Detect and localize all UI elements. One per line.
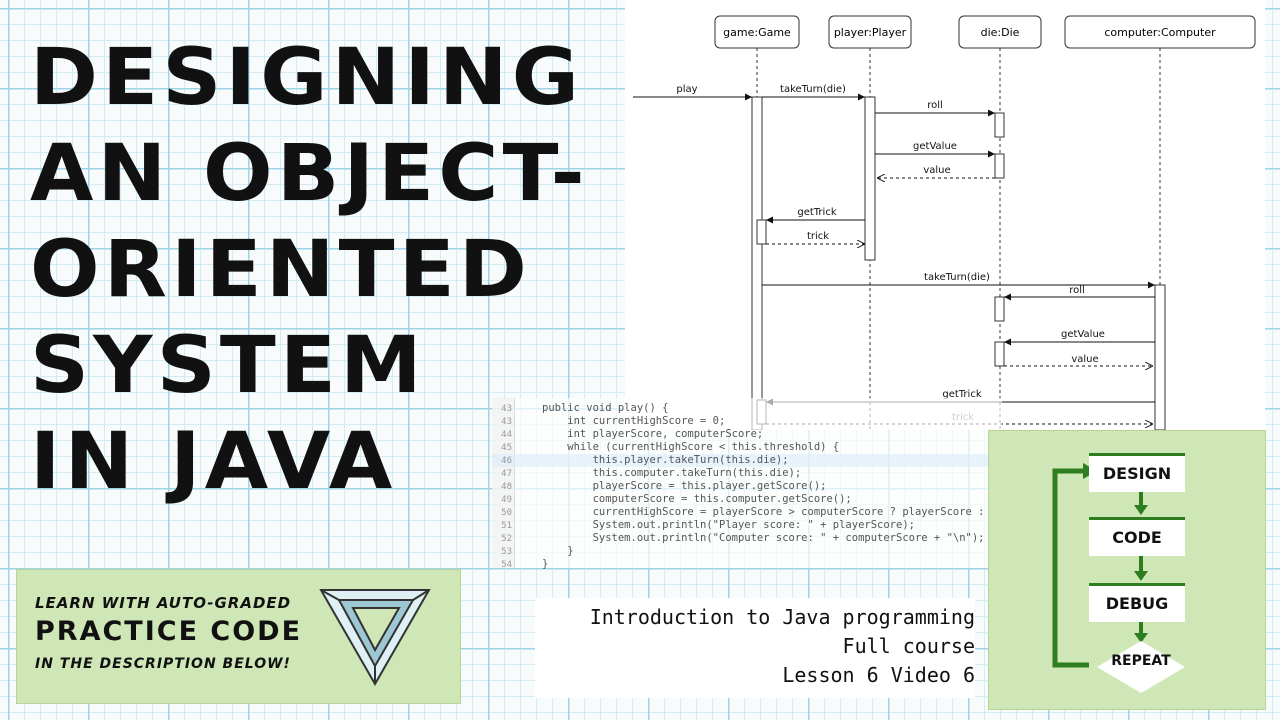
- code-line: 43 int currentHighScore = 0;: [501, 415, 726, 427]
- code-gutter: [492, 398, 515, 568]
- activation-die-roll: [994, 112, 1005, 138]
- svg-text:die:Die: die:Die: [981, 26, 1020, 39]
- code-line: 45 while (currentHighScore < this.thresh…: [501, 441, 840, 453]
- message-roll-2: roll: [1069, 285, 1085, 296]
- course-subtitle: Full course: [842, 634, 975, 658]
- title-line-2: AN OBJECT-: [30, 129, 589, 219]
- sequence-diagram: game:Game player:Player die:Die computer…: [625, 0, 1265, 430]
- svg-text:player:Player: player:Player: [834, 26, 907, 39]
- cycle-step-design: DESIGN: [1089, 453, 1185, 492]
- activation-die-value: [994, 153, 1005, 179]
- course-title: Introduction to Java programming: [589, 605, 975, 629]
- cycle-step-debug: DEBUG: [1089, 583, 1185, 622]
- course-info: Introduction to Java programming Full co…: [535, 598, 975, 698]
- code-line: 51 System.out.println("Player score: " +…: [501, 519, 915, 531]
- activation-die-roll-2: [994, 296, 1005, 322]
- svg-text:computer:Computer: computer:Computer: [1104, 26, 1216, 39]
- activation-game: [751, 96, 763, 430]
- message-getvalue: getValue: [913, 141, 957, 152]
- code-line: 48 playerScore = this.player.getScore();: [501, 480, 827, 492]
- cycle-step-code: CODE: [1089, 517, 1185, 556]
- message-taketurn-player: takeTurn(die): [780, 84, 846, 95]
- code-line: 49 computerScore = this.computer.getScor…: [501, 493, 852, 505]
- title-line-4: SYSTEM: [30, 321, 426, 411]
- impossible-triangle-logo-icon: [319, 589, 431, 687]
- lifeline-computer: computer:Computer: [1064, 15, 1256, 430]
- title-line-1: DESIGNING: [30, 33, 584, 123]
- cycle-arrows: [1052, 463, 1185, 693]
- message-gettrick-2: getTrick: [942, 389, 981, 400]
- sequence-diagram-canvas: game:Game player:Player die:Die computer…: [633, 15, 1256, 430]
- code-line: 44 int playerScore, computerScore;: [501, 428, 764, 440]
- title-line-5: IN JAVA: [30, 417, 397, 507]
- code-line: 50 currentHighScore = playerScore > comp…: [501, 506, 1010, 518]
- lifeline-die: die:Die: [958, 15, 1042, 430]
- dev-cycle-diagram: DESIGN CODE DEBUG REPEAT: [988, 430, 1266, 710]
- practice-code-promo[interactable]: LEARN WITH AUTO-GRADED PRACTICE CODE IN …: [16, 569, 461, 704]
- code-line: 54}: [501, 558, 549, 570]
- svg-text:game:Game: game:Game: [723, 26, 791, 39]
- message-value: value: [923, 165, 950, 176]
- code-line-highlighted: 46 this.player.takeTurn(this.die);: [492, 454, 1002, 467]
- message-roll: roll: [927, 100, 943, 111]
- activation-game-trick: [756, 219, 767, 245]
- code-line: 53 }: [501, 545, 574, 557]
- message-trick: trick: [807, 231, 829, 242]
- message-play: play: [676, 84, 697, 95]
- video-title: DESIGNING AN OBJECT- ORIENTED SYSTEM IN …: [30, 30, 660, 510]
- activation-die-value-2: [994, 341, 1005, 367]
- message-taketurn-computer: takeTurn(die): [924, 272, 990, 283]
- code-line: 47 this.computer.takeTurn(this.die);: [501, 467, 802, 479]
- activation-player: [864, 96, 876, 261]
- promo-line-1: LEARN WITH AUTO-GRADED: [35, 594, 292, 612]
- message-value-2: value: [1071, 354, 1098, 365]
- message-getvalue-2: getValue: [1061, 329, 1105, 340]
- promo-line-3: IN THE DESCRIPTION BELOW!: [35, 656, 291, 672]
- cycle-step-repeat: REPEAT: [1111, 653, 1171, 669]
- title-line-3: ORIENTED: [30, 225, 532, 315]
- activation-computer: [1154, 284, 1166, 430]
- message-gettrick: getTrick: [797, 207, 836, 218]
- code-line: 52 System.out.println("Computer score: "…: [501, 532, 985, 544]
- lesson-label: Lesson 6 Video 6: [782, 663, 975, 687]
- lifeline-player: player:Player: [828, 15, 912, 430]
- promo-line-2: PRACTICE CODE: [35, 616, 303, 647]
